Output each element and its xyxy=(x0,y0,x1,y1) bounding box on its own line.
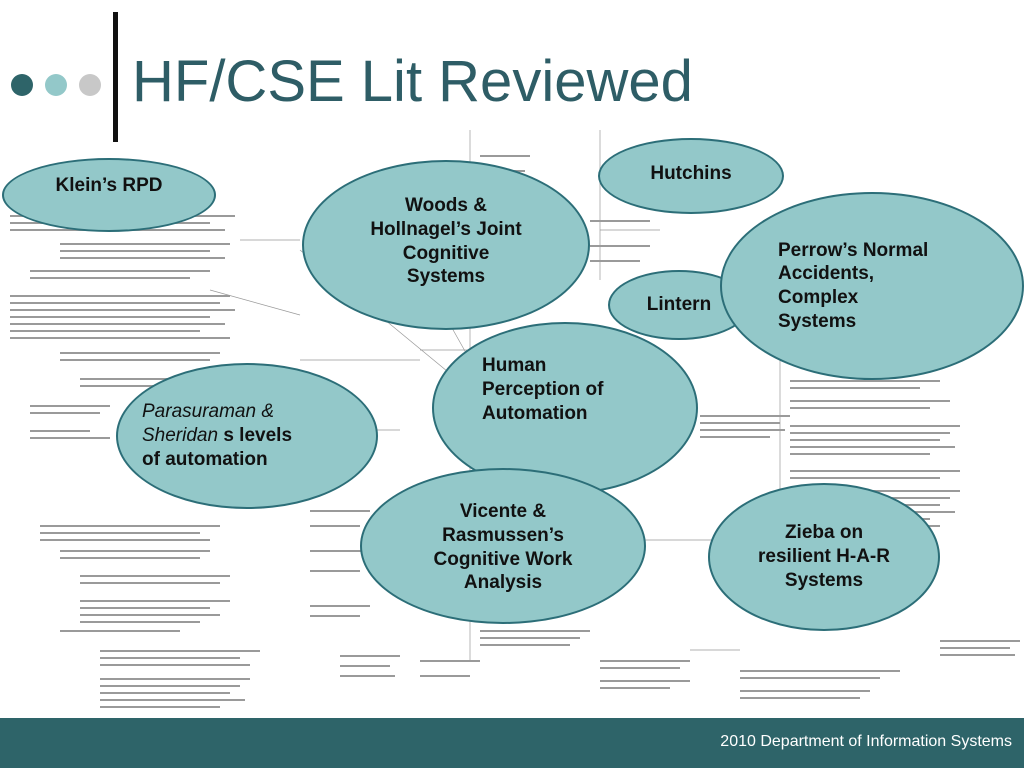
bubble-hutchins: Hutchins xyxy=(598,138,784,214)
bubble-text: Accidents, xyxy=(778,263,875,285)
bubble-text: Lintern xyxy=(646,294,712,316)
bubble-klein-rpd: Klein’s RPD xyxy=(2,158,216,232)
bubble-text: Cognitive xyxy=(402,242,490,264)
bubble-woods-hollnagel: Woods & Hollnagel’s Joint Cognitive Syst… xyxy=(302,160,590,330)
bubble-text: Systems xyxy=(406,266,486,288)
title-divider xyxy=(113,12,118,142)
bubble-text: Rasmussen’s xyxy=(442,524,564,546)
bubble-text: Parasuraman & xyxy=(142,400,274,424)
bubble-text: resilient H-A-R xyxy=(758,546,890,568)
bubble-text: Complex xyxy=(778,287,859,308)
bubble-human-perception: Human Perception of Automation xyxy=(432,322,698,494)
slide-title: HF/CSE Lit Reviewed xyxy=(132,49,693,114)
bubble-text-rest: s levels xyxy=(218,425,293,447)
bubble-vicente-rasmussen: Vicente & Rasmussen’s Cognitive Work Ana… xyxy=(360,468,646,624)
bubble-text: Sheridan s levels xyxy=(142,424,292,448)
bubble-zieba: Zieba on resilient H-A-R Systems xyxy=(708,483,940,631)
footer-text: 2010 Department of Information Systems xyxy=(720,733,1012,750)
bubble-text: Hutchins xyxy=(650,163,732,184)
decorative-dots xyxy=(11,74,101,96)
bubble-text: Vicente & xyxy=(459,501,547,522)
dot-mid xyxy=(45,74,67,96)
bubble-text: Cognitive Work xyxy=(433,548,573,570)
bubble-parasuraman-sheridan: Parasuraman & Sheridan s levels of autom… xyxy=(116,363,378,509)
footer-bar: 2010 Department of Information Systems xyxy=(0,718,1024,768)
bubble-text: Systems xyxy=(778,310,857,332)
bubble-perrow: Perrow’s Normal Accidents, Complex Syste… xyxy=(720,192,1024,380)
bubble-text: Perrow’s Normal xyxy=(778,239,929,261)
dot-dark xyxy=(11,74,33,96)
bubble-text: Systems xyxy=(784,569,864,591)
bubble-text: Human xyxy=(482,355,547,376)
bubble-text: Klein’s RPD xyxy=(55,175,163,196)
bubble-text: Analysis xyxy=(463,572,543,594)
bubble-text: Automation xyxy=(482,402,588,424)
bubble-text: Hollnagel’s Joint xyxy=(370,218,522,240)
italic-name: Sheridan xyxy=(142,425,219,447)
bubble-text: Perception of xyxy=(482,378,604,400)
italic-name: Parasuraman & xyxy=(142,401,275,423)
dot-light xyxy=(79,74,101,96)
bubble-text: Woods & xyxy=(405,195,487,216)
bubble-text: Zieba on xyxy=(784,522,864,544)
bubble-text: of automation xyxy=(142,448,268,470)
